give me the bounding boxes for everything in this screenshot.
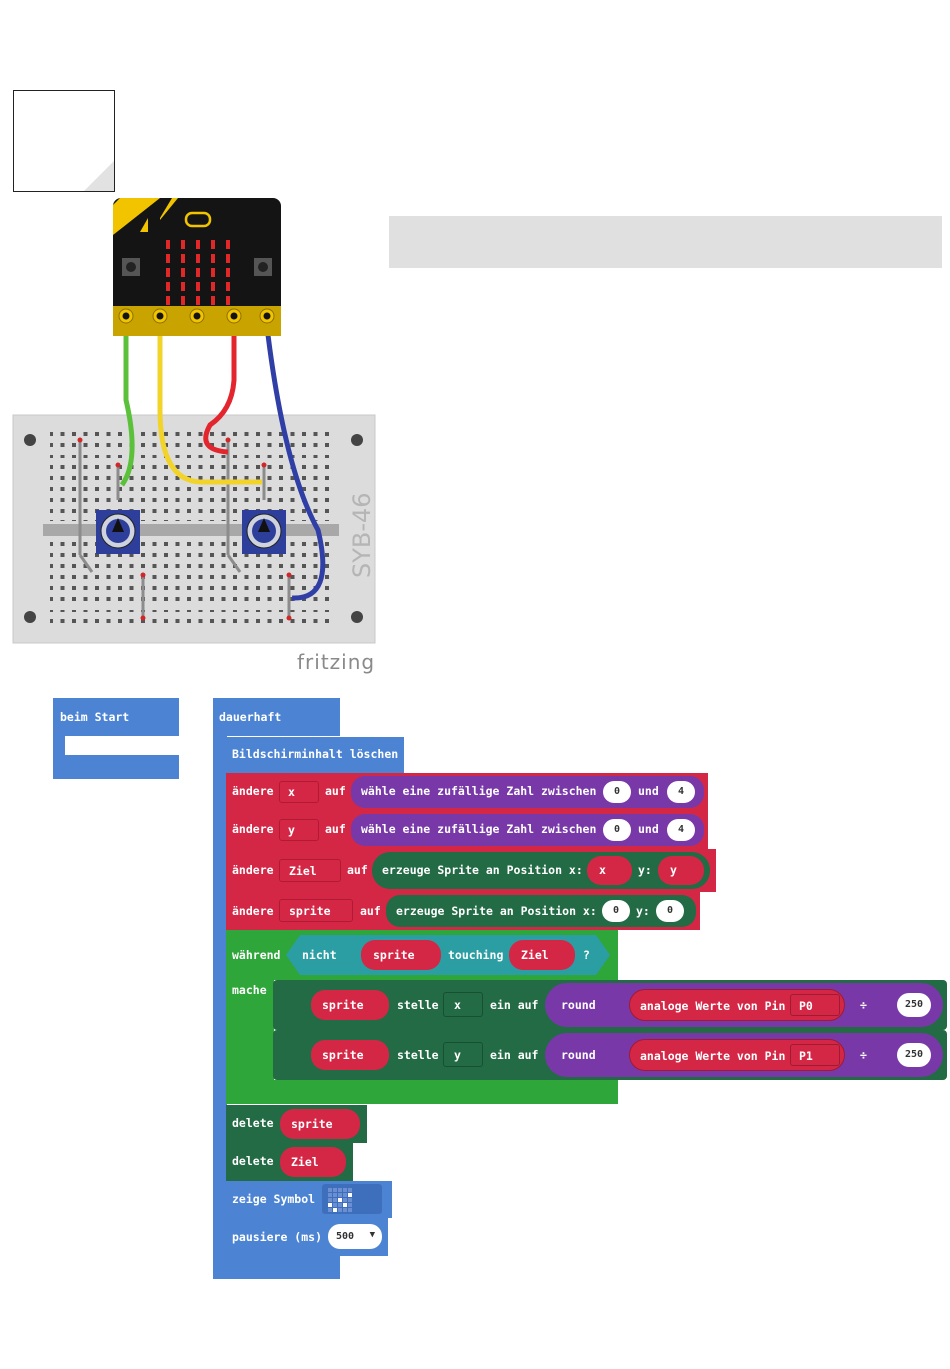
y-input[interactable]: 0 bbox=[656, 900, 684, 922]
set-ziel-block[interactable]: ändere Ziel auf erzeuge Sprite an Positi… bbox=[226, 849, 716, 892]
x-input[interactable]: 0 bbox=[602, 900, 630, 922]
pause-value: 500 bbox=[336, 1231, 355, 1242]
divisor-input[interactable]: 250 bbox=[897, 1043, 931, 1067]
sprite-variable[interactable]: sprite bbox=[311, 1040, 389, 1070]
delete-ziel-block[interactable]: delete Ziel bbox=[226, 1143, 353, 1181]
create-sprite-block[interactable]: erzeuge Sprite an Position x: x y: y bbox=[372, 852, 710, 889]
checkmark-icon bbox=[328, 1188, 352, 1212]
circuit-illustration: SYB-46 bbox=[12, 198, 376, 644]
divisor-input[interactable]: 250 bbox=[897, 993, 931, 1017]
on-start-block[interactable]: beim Start bbox=[53, 698, 179, 736]
fritzing-watermark: fritzing bbox=[297, 650, 376, 674]
random-block[interactable]: wähle eine zufällige Zahl zwischen 0 und… bbox=[351, 776, 704, 808]
round-block[interactable]: round analoge Werte von Pin P0 ÷ 250 bbox=[545, 983, 943, 1027]
forever-block-bottom bbox=[213, 1256, 340, 1279]
breadboard-label: SYB-46 bbox=[348, 492, 376, 578]
clear-screen-block[interactable]: Bildschirminhalt löschen bbox=[226, 737, 404, 773]
wire-blue bbox=[265, 334, 326, 601]
var-dropdown[interactable]: y bbox=[279, 819, 319, 841]
while-block[interactable]: während nicht sprite touching Ziel ? bbox=[226, 930, 618, 980]
pin-dropdown[interactable]: P1 bbox=[790, 1044, 840, 1066]
analog-read-block[interactable]: analoge Werte von Pin P1 bbox=[629, 1039, 845, 1071]
random-from-input[interactable]: 0 bbox=[603, 819, 631, 841]
page-fold bbox=[84, 161, 114, 191]
forever-block-arm bbox=[213, 736, 227, 1256]
corner-marker-box bbox=[13, 90, 115, 192]
var-dropdown[interactable]: x bbox=[279, 781, 319, 803]
on-start-block-bottom bbox=[53, 755, 179, 779]
icon-dropdown[interactable] bbox=[322, 1184, 382, 1214]
random-block[interactable]: wähle eine zufällige Zahl zwischen 0 und… bbox=[351, 814, 704, 846]
touching-block[interactable]: sprite touching Ziel ? bbox=[344, 935, 608, 975]
create-sprite-block[interactable]: erzeuge Sprite an Position x: 0 y: 0 bbox=[386, 895, 696, 927]
wire-yellow bbox=[157, 335, 262, 485]
microbit-board bbox=[113, 198, 281, 336]
forever-block[interactable]: dauerhaft bbox=[213, 698, 340, 736]
while-block-bottom bbox=[226, 1080, 618, 1104]
chevron-down-icon: ▼ bbox=[369, 1230, 375, 1240]
potentiometer-right bbox=[242, 510, 286, 554]
sprite-variable[interactable]: sprite bbox=[311, 990, 389, 1020]
pin-dropdown[interactable]: P0 bbox=[790, 994, 840, 1016]
axis-dropdown[interactable]: x bbox=[443, 992, 483, 1017]
sprite-set-x-block[interactable]: sprite stelle x ein auf round analoge We… bbox=[273, 980, 947, 1030]
caption-bar bbox=[389, 216, 942, 268]
set-x-block[interactable]: ändere x auf wähle eine zufällige Zahl z… bbox=[226, 773, 708, 811]
delete-sprite-block[interactable]: delete sprite bbox=[226, 1105, 367, 1143]
sprite-variable[interactable]: sprite bbox=[361, 940, 441, 970]
forever-label: dauerhaft bbox=[219, 710, 282, 724]
show-icon-block[interactable]: zeige Symbol bbox=[226, 1181, 392, 1218]
sprite-variable[interactable]: sprite bbox=[280, 1109, 360, 1139]
x-variable[interactable]: x bbox=[587, 856, 632, 885]
potentiometer-left bbox=[96, 510, 140, 554]
pause-block[interactable]: pausiere (ms) 500 ▼ bbox=[226, 1218, 388, 1256]
ziel-variable[interactable]: Ziel bbox=[509, 940, 575, 970]
sprite-set-y-block[interactable]: sprite stelle y ein auf round analoge We… bbox=[273, 1030, 947, 1080]
analog-read-block[interactable]: analoge Werte von Pin P0 bbox=[629, 989, 845, 1021]
var-dropdown[interactable]: sprite bbox=[279, 899, 353, 922]
wire-red bbox=[203, 335, 237, 455]
random-from-input[interactable]: 0 bbox=[603, 781, 631, 803]
ziel-variable[interactable]: Ziel bbox=[280, 1147, 346, 1177]
random-to-input[interactable]: 4 bbox=[667, 781, 695, 803]
set-sprite-block[interactable]: ändere sprite auf erzeuge Sprite an Posi… bbox=[226, 892, 700, 930]
round-block[interactable]: round analoge Werte von Pin P1 ÷ 250 bbox=[545, 1033, 943, 1077]
on-start-label: beim Start bbox=[60, 710, 130, 724]
while-block-arm: mache bbox=[226, 980, 274, 1085]
wire-green bbox=[119, 335, 135, 487]
set-y-block[interactable]: ändere y auf wähle eine zufällige Zahl z… bbox=[226, 811, 708, 849]
y-variable[interactable]: y bbox=[658, 856, 704, 885]
var-dropdown[interactable]: Ziel bbox=[279, 859, 341, 882]
axis-dropdown[interactable]: y bbox=[443, 1042, 483, 1067]
pause-duration-dropdown[interactable]: 500 ▼ bbox=[328, 1224, 382, 1249]
random-to-input[interactable]: 4 bbox=[667, 819, 695, 841]
